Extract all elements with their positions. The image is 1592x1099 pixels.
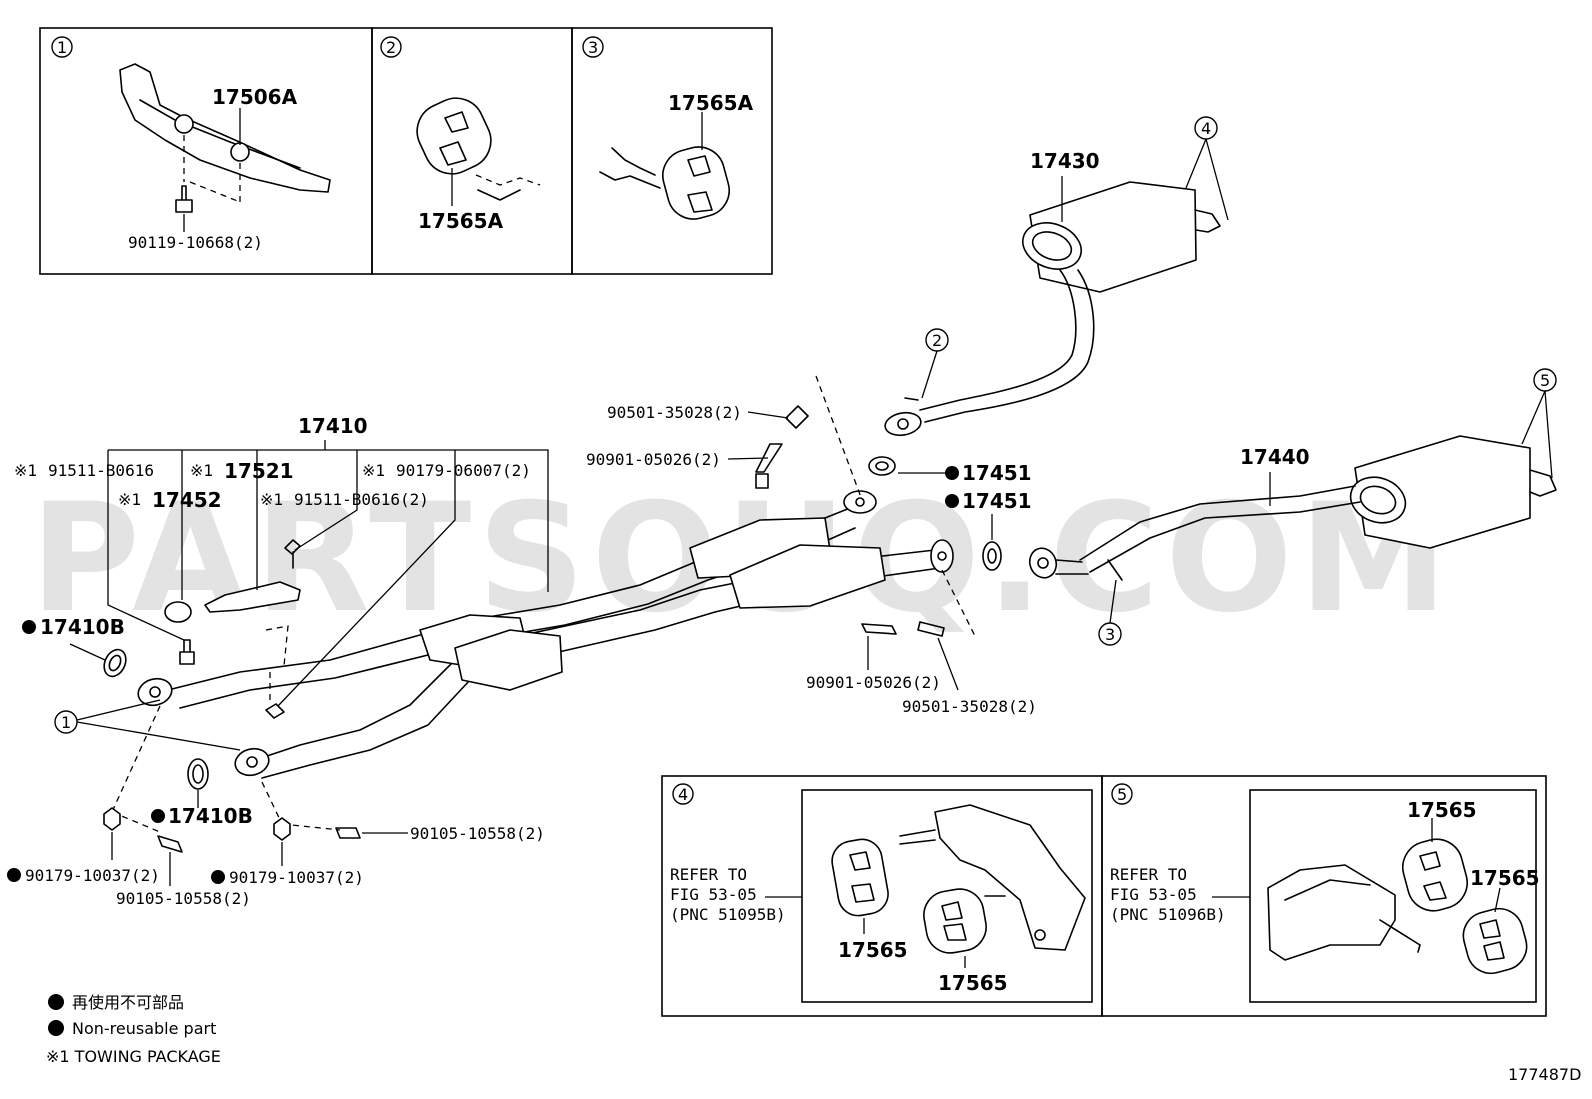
callout-3-main: 3 [1105,625,1115,644]
box4-refer-1: REFER TO [670,865,747,884]
part-90901-05026-upper: 90901-05026(2) [586,450,721,469]
callout-5-main: 5 [1540,371,1550,390]
box4-part-17565-a: 17565 [838,938,908,962]
inset-box-4: 4 REFER TO FIG 53-05 (PNC 51095B) 17565 … [661,775,1103,1017]
legend-towing-note: ※1 TOWING PACKAGE [46,1047,221,1066]
part-17506A: 17506A [212,85,298,109]
box5-refer-3: (PNC 51096B) [1110,905,1226,924]
callout-1-main: 1 [54,699,241,751]
callout-2-main: 2 [932,331,942,350]
part-90105-10558-right: 90105-10558(2) [410,824,545,843]
part-91511-B0616-right: 91511-B0616(2) [294,490,429,509]
figure-id: 177487D [1508,1065,1581,1084]
part-91511-B0616-left: 91511-B0616 [48,461,154,480]
part-90179-06007: 90179-06007(2) [396,461,531,480]
part-90501-35028-upper: 90501-35028(2) [607,403,742,422]
towing-mark-5: ※1 [362,461,385,480]
muffler-17440: 17440 5 3 [1028,368,1557,646]
part-90105-10558-bottom: 90105-10558(2) [116,889,251,908]
part-90901-05026-lower: 90901-05026(2) [806,673,941,692]
legend-non-reusable-en: Non-reusable part [72,1019,216,1038]
part-17452: 17452 [152,488,222,512]
callout-1: 1 [57,38,67,57]
callout-2: 2 [386,38,396,57]
box5-refer-1: REFER TO [1110,865,1187,884]
towing-mark-1: ※1 [14,461,37,480]
box5-refer-2: FIG 53-05 [1110,885,1197,904]
part-90119-10668: 90119-10668(2) [128,233,263,252]
gasket-17410B-top: 17410B [22,615,127,678]
label-17410B-top: 17410B [40,615,125,639]
inset-box-5: 5 REFER TO FIG 53-05 (PNC 51096B) 17565 … [1101,775,1547,1017]
part-17565A-box3: 17565A [668,91,754,115]
box5-part-17565-b: 17565 [1470,866,1540,890]
box4-refer-2: FIG 53-05 [670,885,757,904]
callout-1-main-text: 1 [61,713,71,732]
box4-refer-3: (PNC 51095B) [670,905,786,924]
towing-mark-3: ※1 [190,461,213,480]
part-90501-35028-lower: 90501-35028(2) [902,697,1037,716]
legend: 再使用不可部品 Non-reusable part ※1 TOWING PACK… [46,993,221,1066]
part-17451-b: 17451 [962,489,1032,513]
part-90179-10037-left: 90179-10037(2) [25,866,160,885]
part-17410: 17410 [298,414,368,438]
lower-left-fasteners: 90105-10558(2) 90179-10037(2) 90105-1055… [7,705,545,908]
inset-box-1: 1 17506A 90119-10668(2) [39,27,373,275]
inset-box-3: 3 17565A [571,27,773,275]
rear-joint-fasteners: 90501-35028(2) 90901-05026(2) 17451 1745… [586,375,1037,716]
legend-non-reusable-jp: 再使用不可部品 [72,993,184,1012]
part-17430: 17430 [1030,149,1100,173]
pipe-assembly-labels: ※1 91511-B0616 ※1 17452 ※1 17521 ※1 9151… [14,459,531,512]
part-17451-a: 17451 [962,461,1032,485]
towing-mark-4: ※1 [260,490,283,509]
label-17410B-bottom: 17410B [168,804,253,828]
callout-3: 3 [588,38,598,57]
callout-4-main: 4 [1201,119,1211,138]
muffler-17430: 17430 4 2 [884,116,1229,437]
box4-part-17565-b: 17565 [938,971,1008,995]
callout-5-box: 5 [1117,785,1127,804]
part-17440: 17440 [1240,445,1310,469]
part-90179-10037-mid: 90179-10037(2) [229,868,364,887]
callout-4-box: 4 [678,785,688,804]
inset-box-2: 2 17565A [371,27,573,275]
part-17565A-box2: 17565A [418,209,504,233]
gasket-17410B-bottom: 17410B [151,758,253,828]
towing-mark-2: ※1 [118,490,141,509]
pipe-assembly-17410: 17410 [107,414,954,779]
part-17521: 17521 [224,459,294,483]
box5-part-17565-a: 17565 [1407,798,1477,822]
